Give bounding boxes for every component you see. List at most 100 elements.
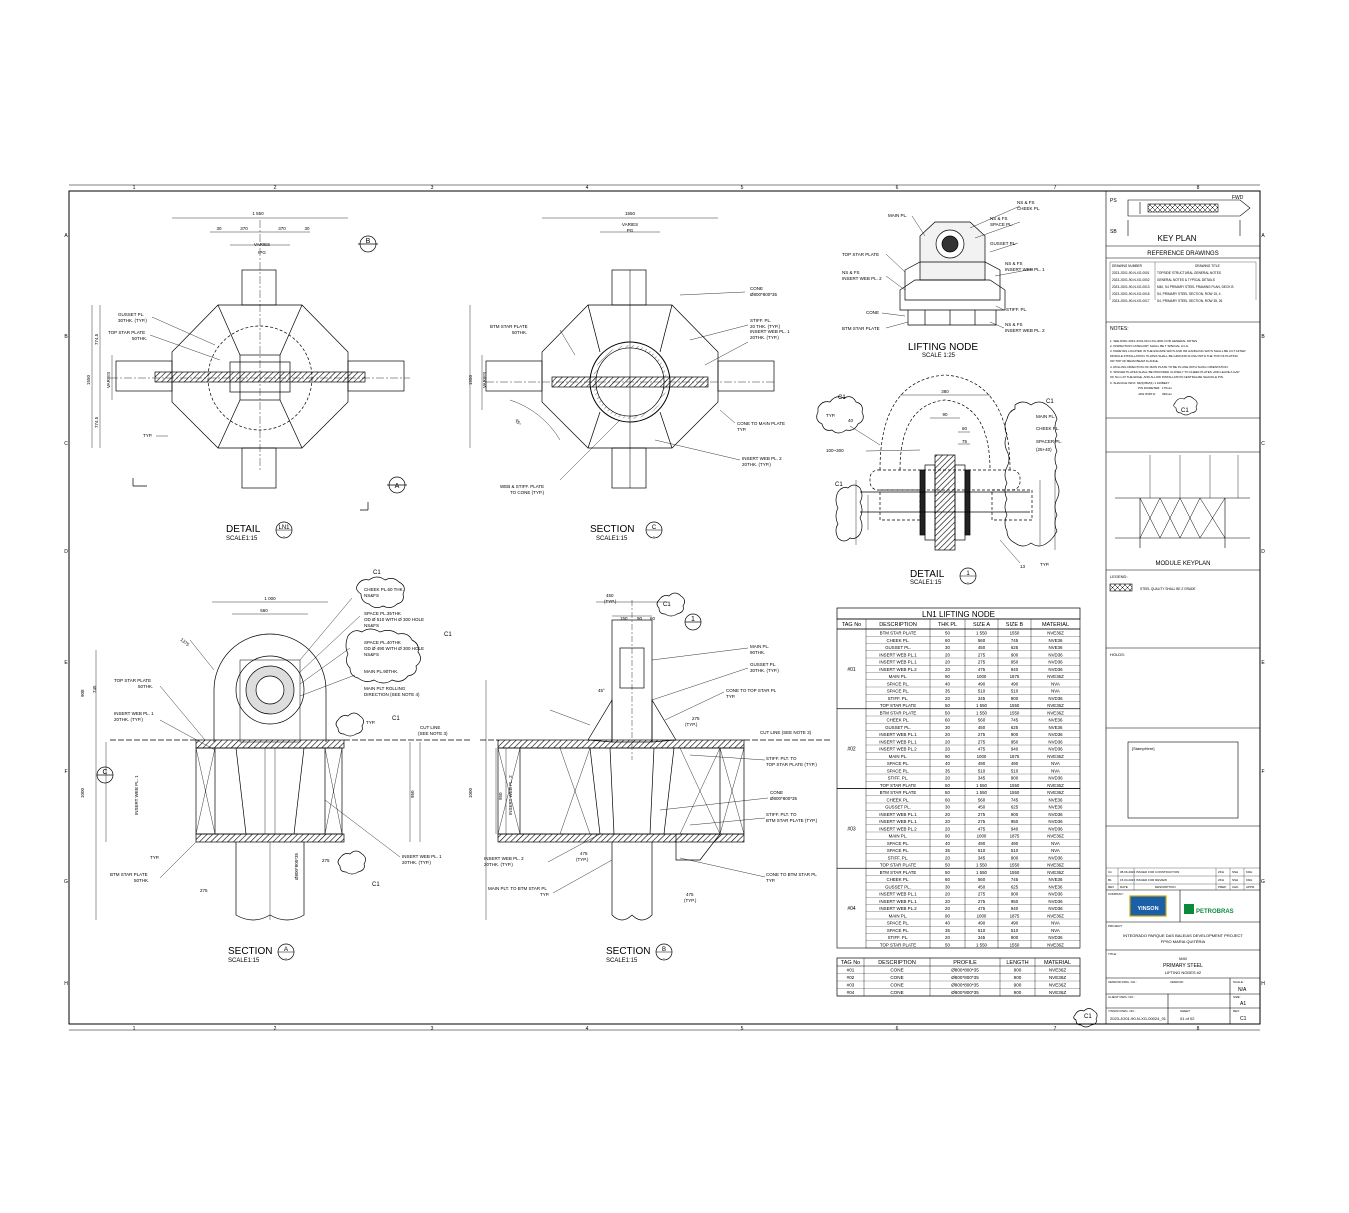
table-cell: STIFF. PL.	[888, 935, 909, 940]
svg-text:INSERT WEB PL. 2: INSERT WEB PL. 2	[742, 456, 782, 461]
table-cell: 510	[1011, 768, 1019, 773]
table-cell: 20	[945, 906, 950, 911]
svg-text:CONE: CONE	[866, 310, 879, 315]
table-header: MATERIAL	[1044, 960, 1071, 966]
svg-text:45°: 45°	[598, 688, 605, 693]
svg-text:CHEEK PL.: CHEEK PL.	[1017, 206, 1041, 211]
table-cell: STIFF. PL.	[888, 776, 909, 781]
table-cell: Ø800*800*35	[951, 968, 979, 973]
svg-text:N/A: N/A	[1238, 987, 1247, 993]
table-cell: 20	[945, 899, 950, 904]
svg-text:JAW WIDTH:: JAW WIDTH:	[1138, 392, 1156, 396]
table-cell: 20	[945, 667, 950, 672]
svg-text:DETAIL: DETAIL	[910, 569, 945, 580]
table-header: LENGTH	[1006, 960, 1028, 966]
svg-text:GUSSET PL.: GUSSET PL.	[990, 241, 1016, 246]
svg-text:REFERENCE DRAWINGS: REFERENCE DRAWINGS	[1147, 251, 1218, 257]
section-b-labels: 450 (TYP.) 150 90 60 MAIN PL. 90THK. GUS…	[468, 593, 818, 903]
table-cell: 1000	[977, 913, 987, 918]
svg-text:BTM STAR PLATE (TYP.): BTM STAR PLATE (TYP.)	[766, 818, 818, 823]
svg-text:DRAWING NUMBER: DRAWING NUMBER	[1112, 264, 1143, 268]
svg-text:3: 3	[431, 185, 434, 191]
table-cell: NVE36	[1049, 877, 1063, 882]
svg-text:450: 450	[606, 593, 614, 598]
svg-text:2023-JO01-90-N-XG-0001: 2023-JO01-90-N-XG-0001	[1112, 271, 1150, 275]
svg-text:NS & FS: NS & FS	[1005, 261, 1023, 266]
svg-text:DATE: DATE	[1120, 885, 1128, 889]
svg-text:Ø800*800*35: Ø800*800*35	[770, 796, 798, 801]
table-cell: 900	[1014, 968, 1022, 973]
table-cell: 275	[978, 899, 986, 904]
table-header: THK PL	[938, 622, 957, 628]
svg-text:C1: C1	[1240, 1016, 1247, 1022]
svg-text:ZKH: ZKH	[1218, 878, 1224, 882]
table-cell: GUSSET PL.	[885, 725, 911, 730]
svg-text:IPG: IPG	[258, 250, 266, 255]
table-cell: 745	[1011, 638, 1019, 643]
table-cell: 490	[978, 761, 986, 766]
svg-text:SCALE 1:25: SCALE 1:25	[922, 353, 956, 359]
svg-text:PREP.: PREP.	[1218, 885, 1227, 889]
table-cell: SPACE PL.	[887, 848, 909, 853]
table-cell: NVD36	[1048, 732, 1063, 737]
table-group	[836, 628, 1081, 710]
svg-text:(TYP.): (TYP.)	[604, 599, 617, 604]
svg-text:G: G	[64, 879, 68, 885]
svg-text:STEEL QUALITY SHALL BE Z GRADE: STEEL QUALITY SHALL BE Z GRADE	[1140, 587, 1196, 591]
svg-text:1550: 1550	[625, 211, 636, 216]
table-cell: BTM STAR PLATE	[880, 631, 917, 636]
svg-text:2023-JO01-90-N-XG-00024_01: 2023-JO01-90-N-XG-00024_01	[1110, 1016, 1167, 1021]
table-cell: NVD36	[1048, 826, 1063, 831]
table-cell: 625	[1011, 645, 1019, 650]
svg-text:VARIES: VARIES	[106, 372, 111, 388]
svg-text:30THK. (TYP.): 30THK. (TYP.)	[750, 668, 779, 673]
svg-text:ISSUED FOR REVIEW: ISSUED FOR REVIEW	[1136, 878, 1167, 882]
svg-text:275: 275	[200, 888, 208, 893]
svg-text:NS&FS: NS&FS	[364, 652, 379, 657]
table-cell: INSERT WEB PL.2	[879, 906, 917, 911]
table-tag: #01	[847, 667, 856, 673]
table-cell: 1 550	[976, 783, 988, 788]
svg-text:GUSSET PL.: GUSSET PL.	[118, 312, 144, 317]
table-cell: BTM STAR PLATE	[880, 870, 917, 875]
table-cell: NVA	[1051, 841, 1060, 846]
svg-text:NS&FS: NS&FS	[364, 593, 379, 598]
table-cell: 560	[978, 638, 986, 643]
svg-text:50THK.: 50THK.	[512, 330, 527, 335]
svg-text:100~300: 100~300	[826, 448, 844, 453]
svg-text:A: A	[1261, 233, 1265, 239]
table-cell: 20	[945, 776, 950, 781]
table-cell: TOP STAR PLATE	[880, 703, 916, 708]
svg-text:C1: C1	[1108, 870, 1112, 874]
svg-text:MAIN PLT. TO BTM STAR PL: MAIN PLT. TO BTM STAR PL	[488, 886, 547, 891]
table-cell: 90	[945, 913, 950, 918]
table-cell: INSERT WEB PL.2	[879, 826, 917, 831]
table-cell: 1875	[1010, 834, 1020, 839]
table-cell: 510	[978, 768, 986, 773]
svg-text:DETAIL: DETAIL	[226, 524, 261, 535]
table-header: SIZE B	[1006, 622, 1024, 628]
table-group	[836, 708, 1081, 789]
table-tag: #03	[847, 826, 856, 832]
svg-text:950: 950	[410, 790, 415, 798]
svg-text:2023-JO01-90-N-XG-0016: 2023-JO01-90-N-XG-0016	[1112, 292, 1150, 296]
table-cell: 1550	[1010, 790, 1020, 795]
svg-text:C1: C1	[663, 602, 671, 608]
table-cell: 35	[945, 689, 950, 694]
table-cell: INSERT WEB PL.1	[879, 899, 917, 904]
svg-text:4: 4	[586, 1026, 589, 1032]
svg-text:(SEE NOTE 3): (SEE NOTE 3)	[418, 731, 448, 736]
svg-text:OD Ø 490 WITH Ø 300 HOLE: OD Ø 490 WITH Ø 300 HOLE	[364, 646, 424, 651]
svg-text:C1: C1	[835, 482, 843, 488]
table-cell: SPACE PL.	[887, 768, 909, 773]
svg-text:745: 745	[92, 685, 97, 693]
svg-text:60: 60	[962, 426, 968, 431]
table-cell: 1000	[977, 674, 987, 679]
svg-text:40: 40	[848, 418, 854, 423]
table-cell: TOP STAR PLATE	[880, 783, 916, 788]
svg-text:275: 275	[692, 716, 700, 721]
table-cell: 35	[945, 928, 950, 933]
table-cell: BTM STAR PLATE	[880, 710, 917, 715]
